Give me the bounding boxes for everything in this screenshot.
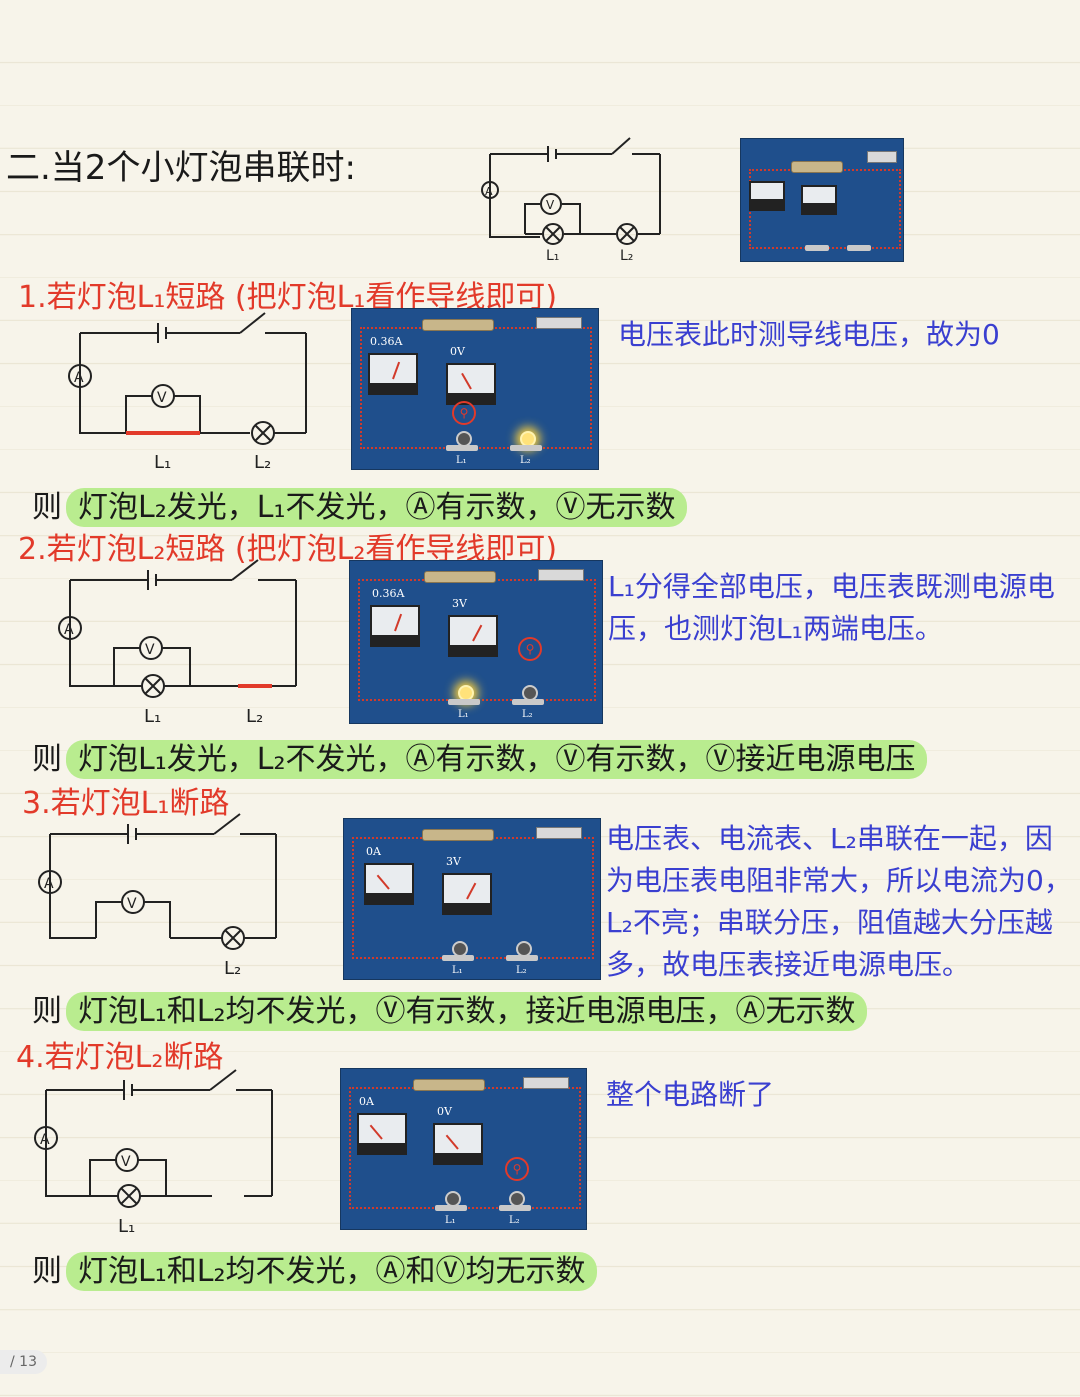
svg-text:A: A: [74, 370, 84, 386]
section-3-circuit: A V L₂: [38, 813, 277, 979]
section-1-circuit: A V L₁ L₂: [68, 312, 307, 473]
svg-text:A: A: [40, 1132, 50, 1148]
conclusion-highlight: 灯泡L₁发光，L₂不发光，Ⓐ有示数，Ⓥ有示数，Ⓥ接近电源电压: [66, 740, 928, 779]
svg-text:A: A: [485, 185, 493, 198]
svg-text:L₁: L₁: [118, 1216, 135, 1237]
svg-text:V: V: [546, 198, 555, 212]
conclusion-highlight: 灯泡L₁和L₂均不发光，Ⓐ和Ⓥ均无示数: [66, 1252, 598, 1291]
main-circuit-diagram: A V L₁ L₂: [481, 137, 661, 264]
section-4-circuit: A V L₁: [34, 1069, 273, 1237]
section-2-circuit: A V L₁ L₂: [58, 559, 297, 727]
bulb-label-l2: L₂: [620, 248, 633, 264]
simulation-panel-1: 0.36A 0V ⚲ L₁ L₂: [351, 308, 599, 470]
svg-text:V: V: [145, 642, 155, 658]
svg-text:V: V: [121, 1154, 131, 1170]
section-1-conclusion: 则灯泡L₂发光，L₁不发光，Ⓐ有示数，Ⓥ无示数: [32, 482, 688, 527]
svg-text:L₂: L₂: [246, 706, 263, 727]
simulation-panel-main: [740, 138, 904, 262]
section-3-note: 电压表、电流表、L₂串联在一起，因为电压表电阻非常大，所以电流为0，L₂不亮；串…: [606, 822, 1072, 981]
simulation-panel-4: 0A 0V ⚲ L₁ L₂: [340, 1068, 587, 1230]
svg-text:L₁: L₁: [144, 706, 161, 727]
page-heading: 二.当2个小灯泡串联时:: [6, 148, 356, 188]
section-3-title: 3.若灯泡L₁断路: [22, 786, 230, 821]
section-3-conclusion: 则灯泡L₁和L₂均不发光，Ⓥ有示数，接近电源电压，Ⓐ无示数: [32, 986, 868, 1031]
conclusion-highlight: 灯泡L₁和L₂均不发光，Ⓥ有示数，接近电源电压，Ⓐ无示数: [66, 992, 868, 1031]
svg-text:L₂: L₂: [254, 452, 271, 473]
bulb-label-l1: L₁: [546, 248, 559, 264]
svg-text:L₁: L₁: [154, 452, 171, 473]
section-1-note: 电压表此时测导线电压，故为0: [618, 318, 1000, 351]
section-4-conclusion: 则灯泡L₁和L₂均不发光，Ⓐ和Ⓥ均无示数: [32, 1246, 598, 1291]
page-indicator: / 13: [0, 1350, 47, 1374]
section-2-conclusion: 则灯泡L₁发光，L₂不发光，Ⓐ有示数，Ⓥ有示数，Ⓥ接近电源电压: [32, 734, 928, 779]
conclusion-highlight: 灯泡L₂发光，L₁不发光，Ⓐ有示数，Ⓥ无示数: [66, 488, 688, 527]
svg-text:L₂: L₂: [224, 958, 241, 979]
section-4-note: 整个电路断了: [606, 1078, 775, 1111]
simulation-panel-3: 0A 3V L₁ L₂: [343, 818, 601, 980]
section-2-note: L₁分得全部电压，电压表既测电源电压，也测灯泡L₁两端电压。: [608, 570, 1055, 645]
svg-text:V: V: [127, 896, 137, 912]
svg-text:A: A: [64, 622, 74, 638]
svg-text:A: A: [44, 876, 54, 892]
svg-text:V: V: [157, 390, 167, 406]
simulation-panel-2: 0.36A 3V ⚲ L₁ L₂: [349, 560, 603, 724]
section-4-title: 4.若灯泡L₂断路: [16, 1040, 224, 1075]
